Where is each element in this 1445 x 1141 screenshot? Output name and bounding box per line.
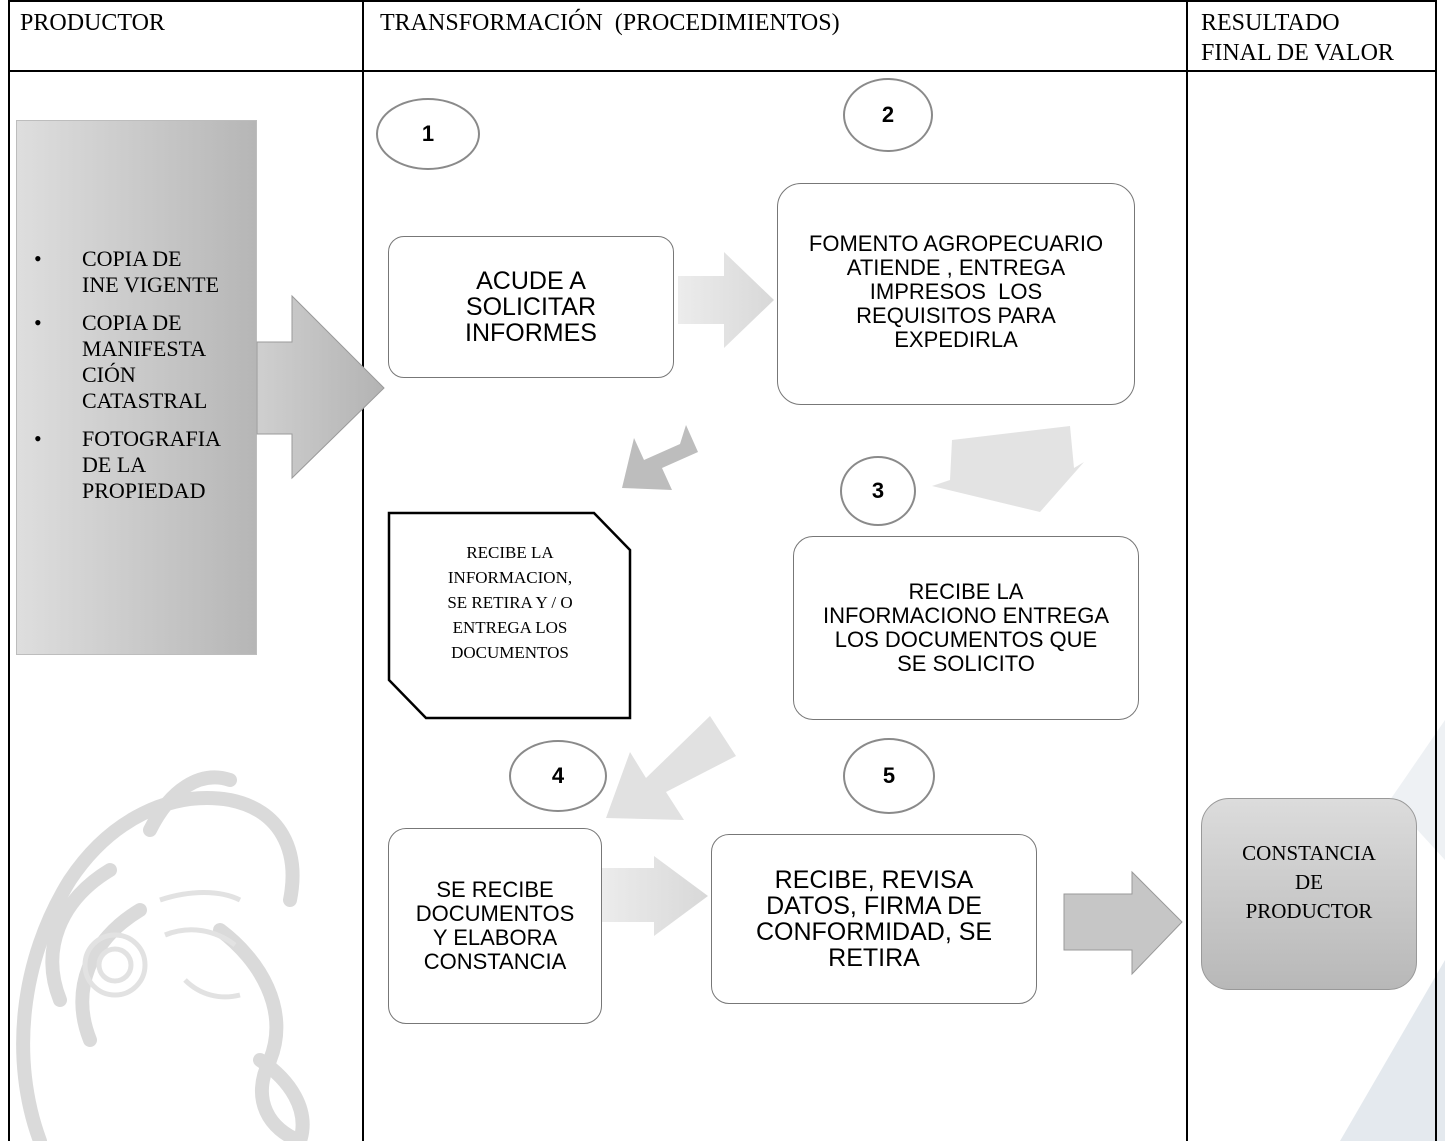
right-watermark-2 <box>1390 720 1445 860</box>
box-line: ENTREGA LOS <box>452 618 568 637</box>
header-resultado-line1: RESULTADO <box>1201 10 1340 36</box>
box-line: CONSTANCIA <box>1242 841 1376 865</box>
step-number-5: 5 <box>843 738 935 814</box>
column-divider-1 <box>362 0 364 1141</box>
head-detail <box>82 890 242 1000</box>
list-item: • COPIA DE INE VIGENTE <box>30 246 260 298</box>
box-line: INFORMACIONO ENTREGA <box>822 603 1109 628</box>
box-line: LOS DOCUMENTOS QUE <box>834 627 1098 652</box>
header-resultado: RESULTADO FINAL DE VALOR <box>1201 10 1394 66</box>
box-line: RECIBE LA <box>908 579 1024 604</box>
frame-right <box>1435 0 1437 1141</box>
box-line: RECIBE LA <box>466 543 554 562</box>
arrow-step3-to-step4 <box>606 716 736 820</box>
head-watermark <box>16 770 310 1141</box>
header-resultado-line2: FINAL DE VALOR <box>1201 40 1394 66</box>
step-number-2: 2 <box>843 78 933 152</box>
box-line: ATIENDE , ENTREGA <box>846 255 1066 280</box>
box-line: CONSTANCIA <box>423 949 567 974</box>
box-line: ACUDE A <box>476 267 586 295</box>
arrow-step2-to-info <box>622 425 698 490</box>
box-line: DOCUMENTOS <box>415 901 575 926</box>
box-recibe-informacion-shape <box>387 511 632 720</box>
box-acude-solicitar-informes: ACUDE A SOLICITAR INFORMES <box>388 236 674 378</box>
arrow-step1-to-step2 <box>678 252 774 348</box>
list-item-line: CIÓN <box>82 362 136 387</box>
box-line: SE RETIRA Y / O <box>447 593 573 612</box>
box-line: RECIBE, REVISA <box>774 866 974 894</box>
box-recibe-entrega-documentos: RECIBE LA INFORMACIONO ENTREGA LOS DOCUM… <box>793 536 1139 720</box>
list-item: • COPIA DE MANIFESTA CIÓN CATASTRAL <box>30 310 260 414</box>
column-divider-2 <box>1186 0 1188 1141</box>
box-line: INFORMES <box>465 319 597 347</box>
header-transformacion: TRANSFORMACIÓN (PROCEDIMIENTOS) <box>380 10 840 36</box>
box-line: EXPEDIRLA <box>894 327 1018 352</box>
step-number-1: 1 <box>376 98 480 170</box>
list-item-line: COPIA DE <box>82 246 182 271</box>
arrow-step4-to-step5 <box>600 856 708 936</box>
box-line: PRODUCTOR <box>1245 899 1373 923</box>
bullet: • <box>34 426 42 451</box>
header-divider <box>8 70 1437 72</box>
box-constancia-de-productor: CONSTANCIA DE PRODUCTOR <box>1201 798 1417 990</box>
box-line: Y ELABORA <box>432 925 558 950</box>
box-line: REQUISITOS PARA <box>856 303 1056 328</box>
step-number-3: 3 <box>840 456 916 526</box>
arrow-productor-to-process <box>256 294 385 480</box>
header-productor: PRODUCTOR <box>20 10 165 36</box>
frame-left <box>8 0 10 1141</box>
right-watermark <box>1340 960 1445 1141</box>
box-line: SOLICITAR <box>465 293 597 321</box>
box-line: IMPRESOS LOS <box>869 279 1043 304</box>
bullet: • <box>34 310 42 335</box>
list-item-line: INE VIGENTE <box>82 272 220 297</box>
box-recibe-informacion-text: RECIBE LA INFORMACION, SE RETIRA Y / O E… <box>392 540 628 665</box>
box-line: FOMENTO AGROPECUARIO <box>808 231 1104 256</box>
box-se-recibe-documentos: SE RECIBE DOCUMENTOS Y ELABORA CONSTANCI… <box>388 828 602 1024</box>
arrow-to-step3 <box>932 426 1084 512</box>
step-number-4: 4 <box>509 740 607 812</box>
box-line: DOCUMENTOS <box>451 643 569 662</box>
box-line: RETIRA <box>828 944 920 972</box>
box-recibe-revisa-datos: RECIBE, REVISA DATOS, FIRMA DE CONFORMID… <box>711 834 1037 1004</box>
frame-top <box>8 0 1437 2</box>
list-item-line: MANIFESTA <box>82 336 207 361</box>
productor-requirements-list: • COPIA DE INE VIGENTE • COPIA DE MANIFE… <box>30 246 260 516</box>
list-item: • FOTOGRAFIA DE LA PROPIEDAD <box>30 426 260 504</box>
list-item-line: PROPIEDAD <box>82 478 206 503</box>
list-item-line: DE LA <box>82 452 147 477</box>
list-item-line: FOTOGRAFIA <box>82 426 221 451</box>
box-line: CONFORMIDAD, SE <box>755 918 993 946</box>
box-line: SE RECIBE <box>436 877 554 902</box>
list-item-line: COPIA DE <box>82 310 182 335</box>
box-line: INFORMACION, <box>447 568 573 587</box>
list-item-line: CATASTRAL <box>82 388 208 413</box>
box-line: DATOS, FIRMA DE <box>766 892 982 920</box>
box-fomento-agropecuario: FOMENTO AGROPECUARIO ATIENDE , ENTREGA I… <box>777 183 1135 405</box>
box-line: DE <box>1294 870 1323 894</box>
arrow-step5-to-result <box>1063 870 1183 976</box>
productor-panel <box>16 120 257 655</box>
box-line: SE SOLICITO <box>897 651 1035 676</box>
bullet: • <box>34 246 42 271</box>
